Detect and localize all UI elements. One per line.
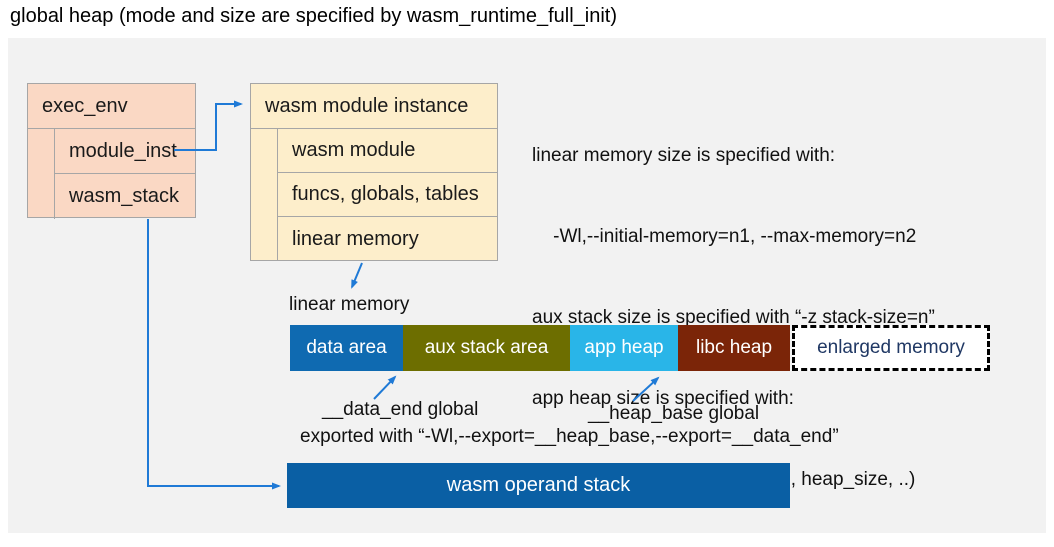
footer-note: wasm operand stack size is specified by … bbox=[190, 520, 935, 547]
segment-aux-stack-area: aux stack area bbox=[403, 325, 570, 371]
segment-app-heap: app heap bbox=[570, 325, 678, 371]
note-line: linear memory size is specified with: bbox=[532, 145, 836, 166]
linear-memory-label: linear memory bbox=[289, 294, 410, 315]
note-line: -Wl,--initial-memory=n1, --max-memory=n2 bbox=[532, 226, 917, 247]
exec-env-row-module-inst: module_inst bbox=[54, 129, 195, 174]
data-end-global-label: __data_end global bbox=[322, 399, 479, 420]
module-instance-row-funcs-globals-tables: funcs, globals, tables bbox=[277, 173, 497, 217]
segment-libc-heap: libc heap bbox=[678, 325, 790, 371]
module-instance-row-linear-memory: linear memory bbox=[277, 217, 497, 261]
note-line: app heap size is specified with: bbox=[532, 388, 794, 409]
module-instance-row-wasm-module: wasm module bbox=[277, 129, 497, 173]
note-line: aux stack size is specified with “-z sta… bbox=[532, 307, 935, 328]
heap-base-global-label: __heap_base global bbox=[588, 403, 760, 424]
segment-data-area: data area bbox=[290, 325, 403, 371]
exec-env-box: exec_env module_inst wasm_stack bbox=[27, 83, 196, 219]
exec-env-row-wasm-stack: wasm_stack bbox=[54, 174, 195, 219]
wasm-operand-stack-bar: wasm operand stack bbox=[287, 463, 790, 508]
module-instance-header: wasm module instance bbox=[251, 84, 497, 129]
exported-flags-label: exported with “-Wl,--export=__heap_base,… bbox=[300, 426, 839, 447]
module-instance-box: wasm module instance wasm module funcs, … bbox=[250, 83, 498, 261]
diagram-title: global heap (mode and size are specified… bbox=[10, 5, 617, 27]
segment-enlarged-memory: enlarged memory bbox=[792, 325, 990, 371]
exec-env-header: exec_env bbox=[28, 84, 195, 129]
